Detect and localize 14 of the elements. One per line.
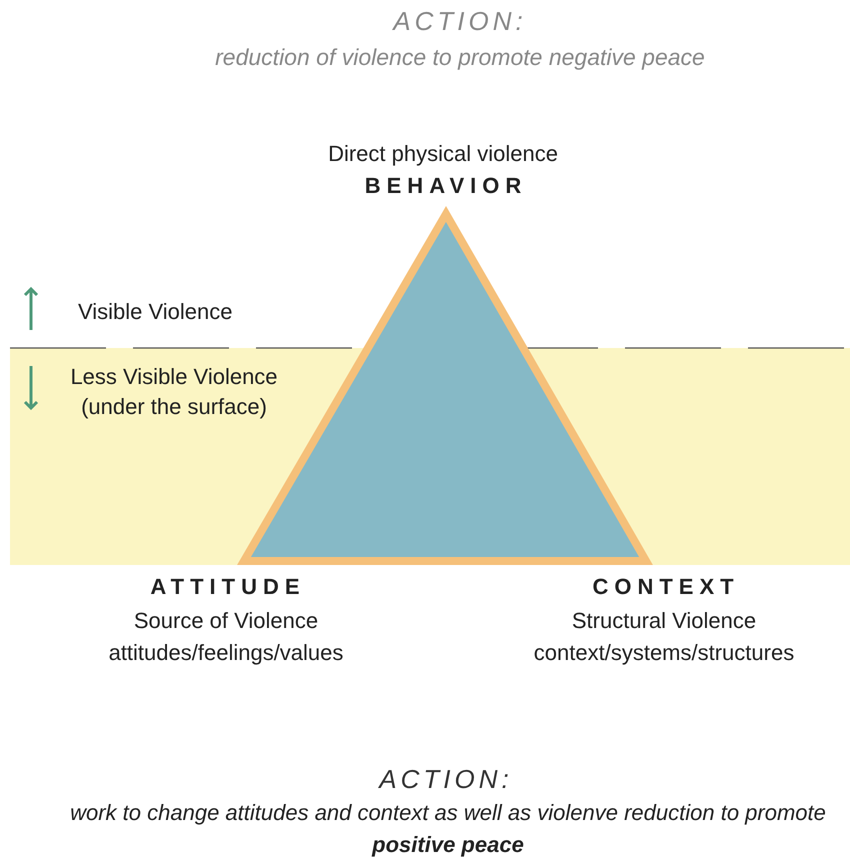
corner-caption: context/systems/structures [534, 639, 794, 667]
zone-label: Less Visible Violence (under the surface) [69, 363, 279, 421]
corner-caption: Structural Violence [572, 607, 756, 635]
zone-label: Visible Violence [78, 298, 233, 326]
action-heading: ACTION: [379, 764, 513, 794]
corner-title: CONTEXT [592, 573, 740, 601]
corner-caption: Source of Violence [134, 607, 318, 635]
corner-caption: Direct physical violence [328, 140, 558, 168]
corner-caption: attitudes/feelings/values [108, 639, 344, 667]
corner-title: BEHAVIOR [364, 172, 528, 200]
corner-title: ATTITUDE [150, 573, 306, 601]
action-note: reduction of violence to promote negative peace [215, 43, 705, 72]
action-heading: ACTION: [393, 6, 527, 36]
action-note: work to change attitudes and context as well as violenve reduction to promote positive peace [69, 799, 827, 858]
